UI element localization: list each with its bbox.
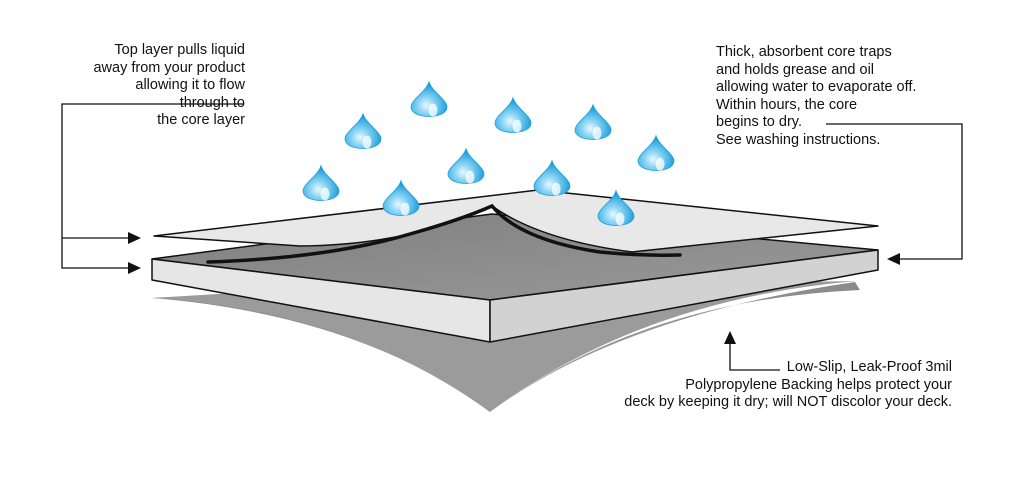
arrow-to-core-right-icon [887,253,900,265]
top-layer-callout-line: Top layer pulls liquid [114,42,245,58]
water-drop-icon [494,96,532,133]
water-drops [302,80,675,226]
backing-layer-fill [152,281,856,412]
water-drop-icon [410,80,448,117]
water-drop-highlight [655,157,665,171]
water-drop-icon [447,147,485,184]
backing-callout-line: deck by keeping it dry; will NOT discolo… [624,394,952,410]
water-drop-highlight [551,182,561,196]
top-layer-leader [61,103,244,269]
water-drop-icon [574,103,612,140]
water-drop-highlight [465,170,475,184]
water-drop-icon [382,179,420,216]
leader-lines [61,103,963,371]
water-drop-icon [597,189,635,226]
water-drop-highlight [512,119,522,133]
water-drop-icon [344,112,382,149]
water-drop-highlight [400,202,410,216]
core-callout-line: allowing water to evaporate off. [716,79,917,95]
top-layer-callout-line: through to [179,94,245,111]
backing-leader [729,344,780,371]
backing-callout-line: Polypropylene Backing helps protect your [685,376,952,393]
top-layer-callout: Top layer pulls liquid away from your pr… [30,42,245,130]
top-layer-callout-line: allowing it to flow [135,77,245,93]
water-drop-icon [302,164,340,201]
water-drop-highlight [592,126,602,140]
water-drop-highlight [320,187,330,201]
top-layer-callout-line: away from your product [93,59,245,76]
arrow-to-core-layer-icon [128,262,141,274]
core-leader [826,123,963,260]
water-drop-icon [637,134,675,171]
backing-callout-line: Low-Slip, Leak-Proof 3mil [786,359,952,375]
core-callout-line: and holds grease and oil [716,61,875,78]
water-drop-highlight [428,103,438,117]
core-callout: Thick, absorbent core traps and holds gr… [716,44,1016,149]
water-drop-highlight [615,212,625,226]
core-callout-line: Thick, absorbent core traps [716,44,892,60]
arrowheads [128,232,900,344]
water-drop-highlight [362,135,372,149]
backing-callout: Low-Slip, Leak-Proof 3mil Polypropylene … [600,359,952,412]
core-callout-line: begins to dry. [716,114,802,130]
water-drop-icon [533,159,571,196]
core-callout-line: Within hours, the core [716,96,858,113]
top-layer-callout-line: the core layer [157,112,245,128]
core-layer-side-edge [489,249,879,343]
core-callout-line: See washing instructions. [716,131,881,148]
arrow-to-top-layer-icon [128,232,141,244]
top-layer-curl [206,203,682,264]
arrow-to-backing-icon [724,331,736,344]
